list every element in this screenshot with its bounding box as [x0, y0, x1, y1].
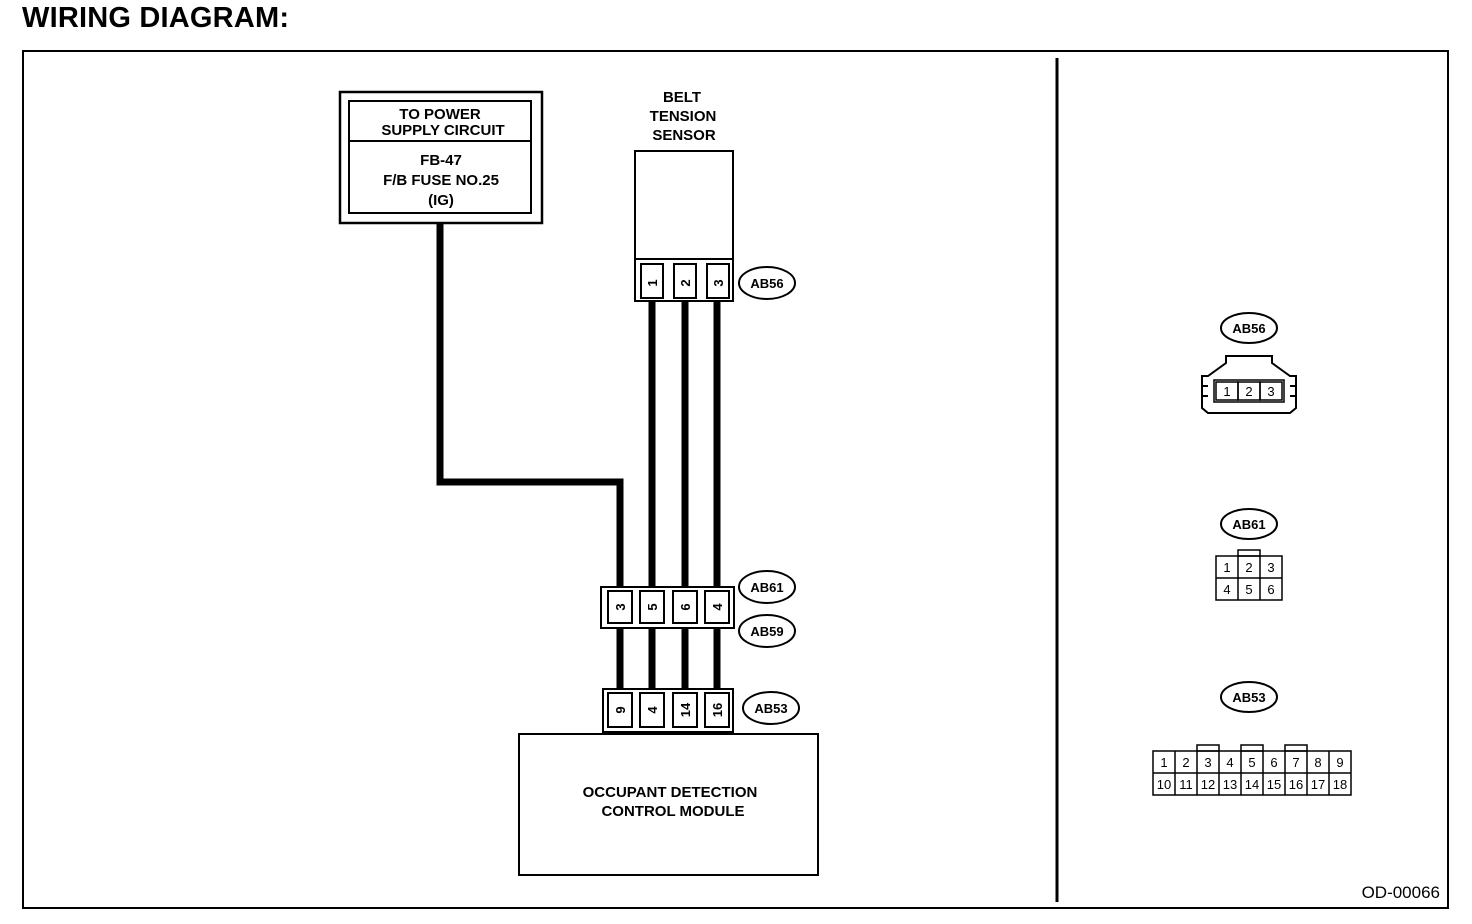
sensor-pin-2: 2	[678, 279, 693, 286]
ab56-pin-3: 3	[1267, 384, 1274, 399]
junction-connector: 3 5 6 4 AB61 AB59	[600, 570, 796, 648]
module-label-2: CONTROL MODULE	[601, 803, 744, 820]
connector-tag-ab61: AB61	[750, 580, 783, 595]
ab53-pin-12: 12	[1201, 777, 1215, 792]
ab53-pin-9: 9	[1336, 755, 1343, 770]
ab61-pin-1: 1	[1223, 560, 1230, 575]
belt-tension-sensor: BELT TENSION SENSOR 1 2 3 AB56	[634, 89, 796, 302]
ab61-pin-5: 5	[1245, 582, 1252, 597]
ab61-pin-4: 4	[1223, 582, 1230, 597]
ab53-pin-17: 17	[1311, 777, 1325, 792]
sensor-pin-3: 3	[711, 279, 726, 286]
module-pin-4: 4	[645, 706, 660, 714]
ab53-pin-16: 16	[1289, 777, 1303, 792]
ab53-pin-13: 13	[1223, 777, 1237, 792]
fuse-name: F/B FUSE NO.25	[383, 172, 499, 189]
power-supply-box: TO POWER SUPPLY CIRCUIT FB-47 F/B FUSE N…	[338, 90, 544, 225]
ab53-pin-2: 2	[1182, 755, 1189, 770]
ab53-pin-4: 4	[1226, 755, 1233, 770]
ab53-pin-8: 8	[1314, 755, 1321, 770]
ab53-pin-11: 11	[1179, 777, 1193, 792]
module-label-1: OCCUPANT DETECTION	[583, 784, 758, 801]
connector-tag-ab56: AB56	[750, 276, 783, 291]
sensor-label-3: SENSOR	[652, 127, 716, 144]
module-pin-14: 14	[678, 702, 693, 717]
view-tag-ab61: AB61	[1232, 517, 1265, 532]
ab53-pin-1: 1	[1160, 755, 1167, 770]
sensor-label-2: TENSION	[650, 108, 717, 125]
junction-pin-5: 5	[645, 603, 660, 610]
sensor-pin-1: 1	[645, 279, 660, 286]
view-tag-ab56: AB56	[1232, 321, 1265, 336]
figure-code: OD-00066	[1362, 883, 1440, 902]
ab53-pin-15: 15	[1267, 777, 1281, 792]
connector-view-ab61: AB61 1 2 3 4 5 6	[1215, 508, 1283, 601]
control-module: OCCUPANT DETECTION CONTROL MODULE	[518, 733, 819, 876]
ab61-pin-6: 6	[1267, 582, 1274, 597]
ab53-pin-10: 10	[1157, 777, 1171, 792]
fuse-mode: (IG)	[428, 192, 454, 209]
power-box-header-2: SUPPLY CIRCUIT	[381, 122, 504, 139]
junction-pin-3: 3	[613, 603, 628, 610]
module-pin-16: 16	[710, 703, 725, 717]
ab53-pin-5: 5	[1248, 755, 1255, 770]
module-pin-9: 9	[613, 706, 628, 713]
ab53-pin-18: 18	[1333, 777, 1347, 792]
junction-pin-6: 6	[678, 603, 693, 610]
connector-tag-ab53: AB53	[754, 701, 787, 716]
power-wire	[436, 224, 624, 588]
ab56-pin-2: 2	[1245, 384, 1252, 399]
ab53-pin-6: 6	[1270, 755, 1277, 770]
ab53-pin-3: 3	[1204, 755, 1211, 770]
connector-tag-ab59: AB59	[750, 624, 783, 639]
power-box-header-1: TO POWER	[399, 106, 481, 123]
ab56-pin-1: 1	[1223, 384, 1230, 399]
module-connector: 9 4 14 16 AB53	[602, 688, 800, 733]
connector-view-ab56: AB56 1 2 3	[1201, 312, 1297, 414]
ab61-pin-2: 2	[1245, 560, 1252, 575]
ab61-pin-3: 3	[1267, 560, 1274, 575]
connector-view-ab53: AB53 1 2 3 4 5 6 7 8 9 10 11 12 13 14 15…	[1152, 681, 1352, 796]
junction-pin-4: 4	[710, 603, 725, 611]
sensor-label-1: BELT	[663, 89, 701, 106]
ab53-pin-14: 14	[1245, 777, 1259, 792]
diagram-frame	[22, 50, 1449, 909]
fuse-id: FB-47	[420, 152, 462, 169]
ab53-pin-7: 7	[1292, 755, 1299, 770]
page-title: WIRING DIAGRAM:	[22, 2, 290, 34]
view-tag-ab53: AB53	[1232, 690, 1265, 705]
